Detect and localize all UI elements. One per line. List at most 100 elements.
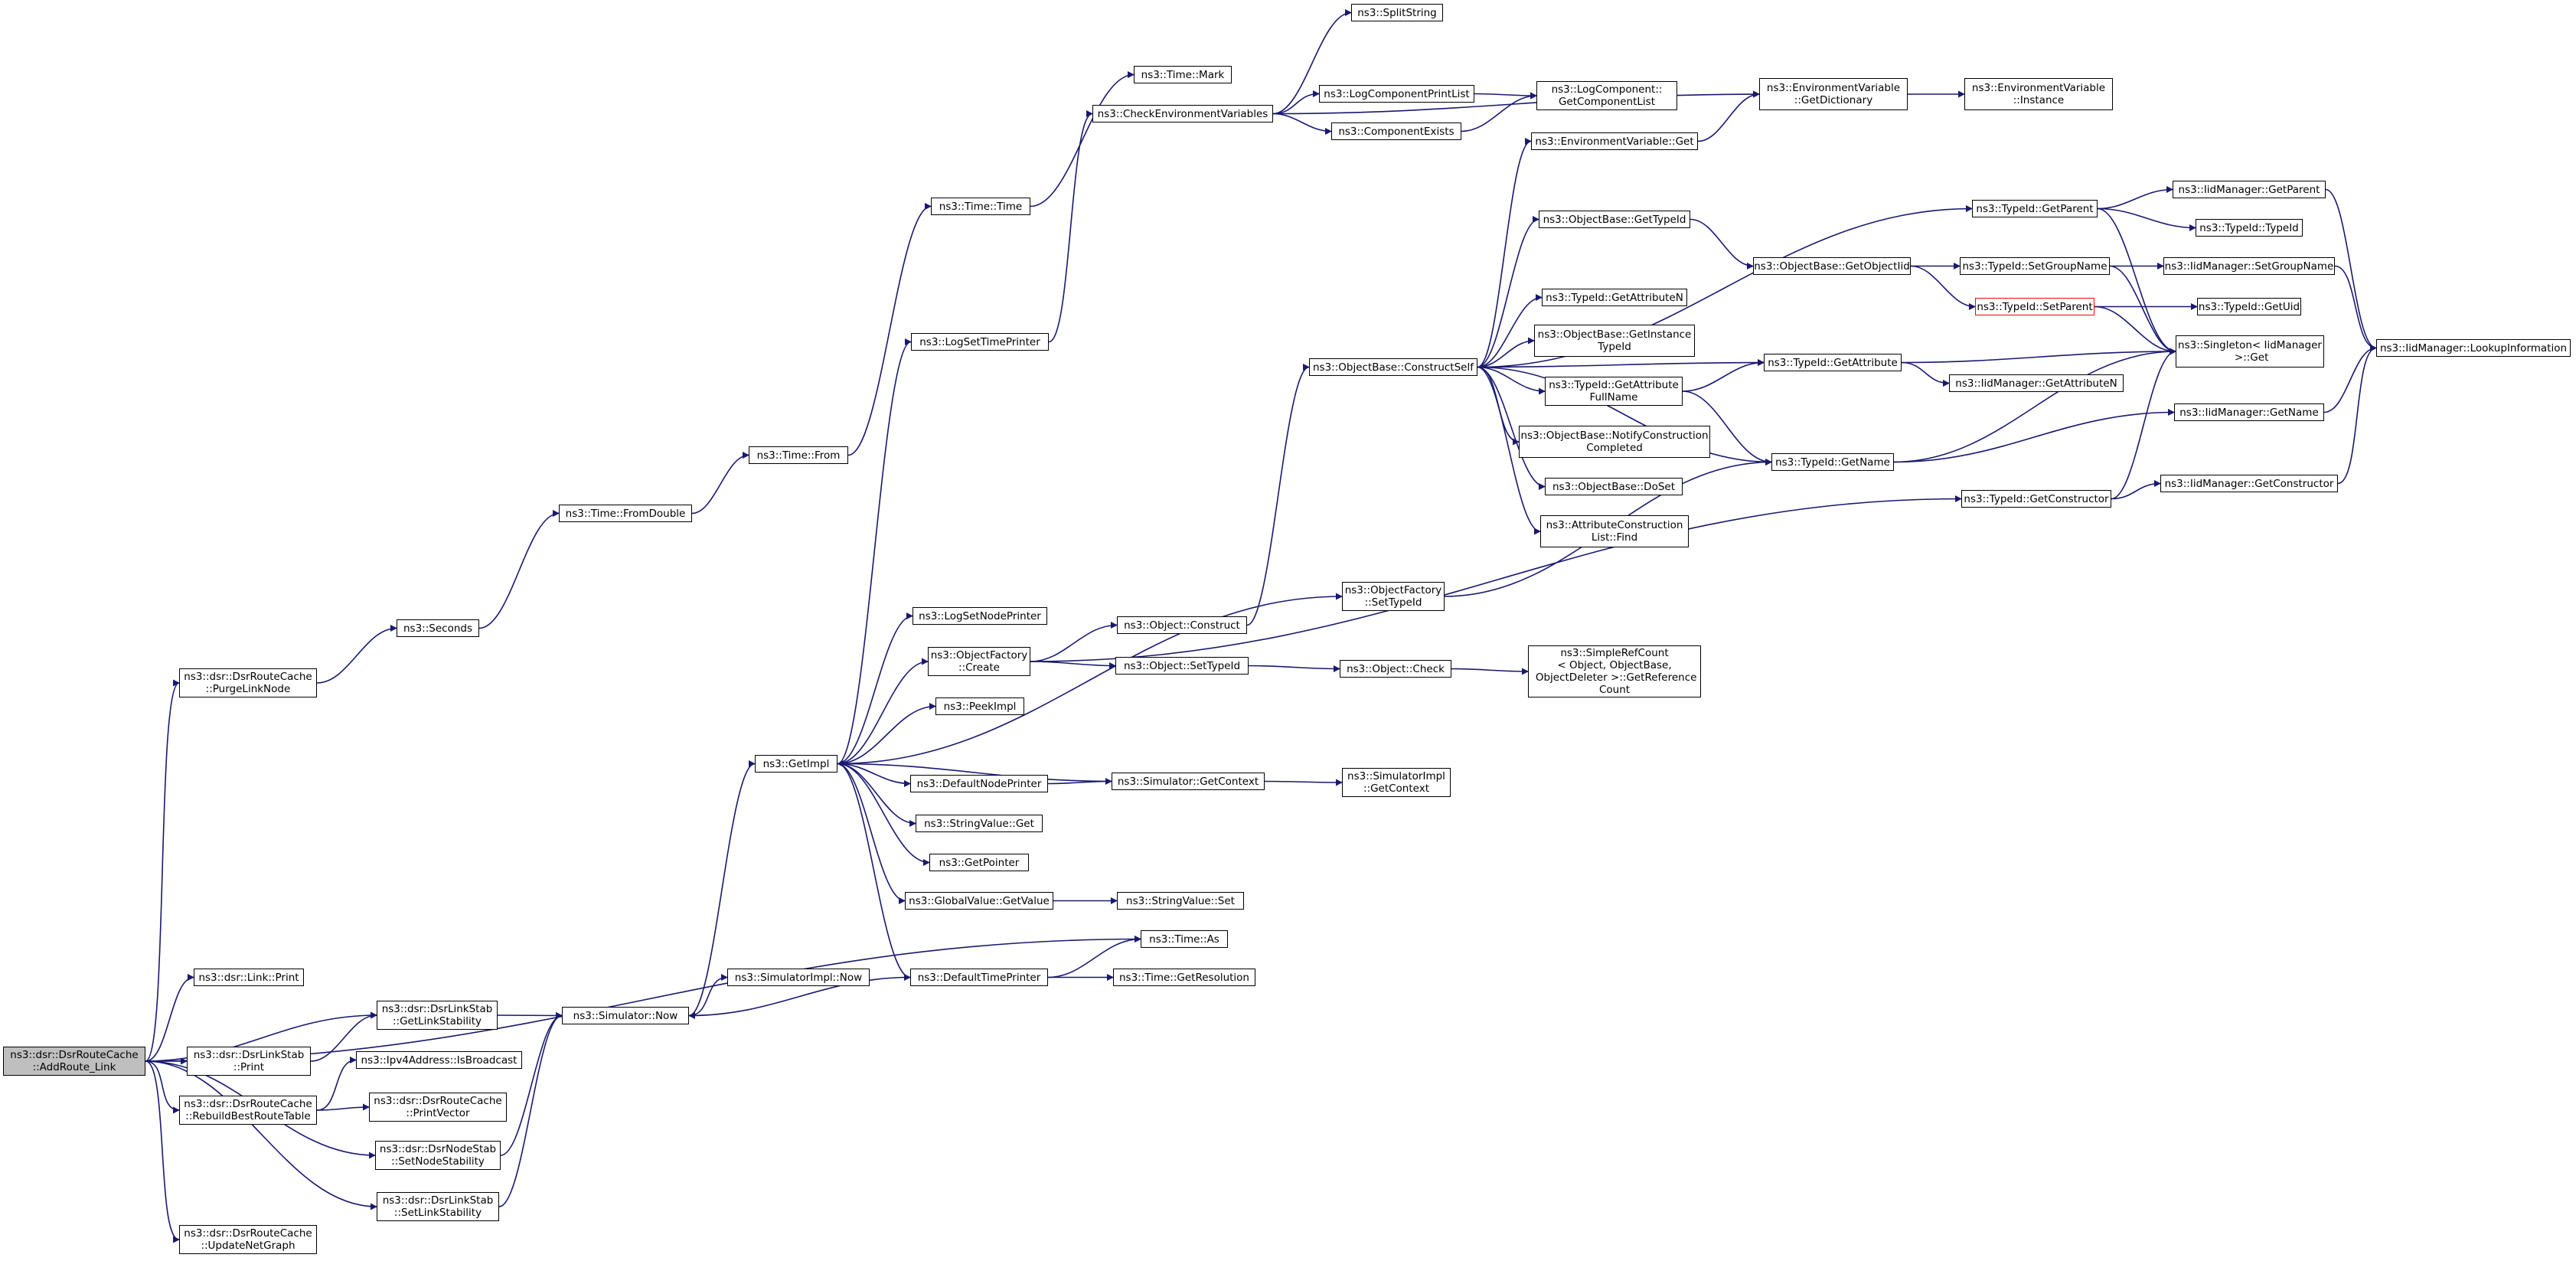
node-purge-link-node[interactable]: ns3::dsr::DsrRouteCache ::PurgeLinkNode [179, 668, 317, 697]
node-object-base-notify-construction-completed[interactable]: ns3::ObjectBase::NotifyConstruction Comp… [1519, 426, 1710, 458]
node-ipv4-is-broadcast[interactable]: ns3::Ipv4Address::IsBroadcast [356, 1051, 522, 1069]
node-simulator-now[interactable]: ns3::Simulator::Now [562, 1007, 689, 1024]
edge-simnow-to-getimpl [688, 760, 756, 1017]
node-component-exists[interactable]: ns3::ComponentExists [1331, 123, 1461, 140]
node-object-base-do-set[interactable]: ns3::ObjectBase::DoSet [1545, 478, 1683, 495]
node-linkstab-print[interactable]: ns3::dsr::DsrLinkStab ::Print [187, 1047, 311, 1076]
edge-logcompprintlist-to-getcomplist [1474, 92, 1537, 100]
node-type-id-get-attribute-full-name[interactable]: ns3::TypeId::GetAttribute FullName [1545, 377, 1683, 406]
node-peek-impl[interactable]: ns3::PeekImpl [935, 697, 1024, 715]
node-log-set-node-printer[interactable]: ns3::LogSetNodePrinter [913, 607, 1047, 625]
node-type-id-type-id[interactable]: ns3::TypeId::TypeId [2196, 219, 2303, 237]
node-set-node-stability[interactable]: ns3::dsr::DsrNodeStab ::SetNodeStability [375, 1141, 501, 1170]
node-print-vector[interactable]: ns3::dsr::DsrRouteCache ::PrintVector [369, 1093, 507, 1122]
node-time-time[interactable]: ns3::Time::Time [931, 198, 1030, 215]
edge-tidsetparent-to-singletonget [2094, 305, 2176, 355]
edge-addroute-to-timeas [145, 936, 1141, 1062]
node-check-environment-variables[interactable]: ns3::CheckEnvironmentVariables [1092, 105, 1273, 123]
edge-tidgetconstructor-to-iidgetconstructor [2111, 480, 2161, 500]
node-default-time-printer[interactable]: ns3::DefaultTimePrinter [910, 969, 1048, 986]
node-seconds[interactable]: ns3::Seconds [397, 619, 479, 637]
call-edges [145, 9, 2377, 1243]
node-default-node-printer[interactable]: ns3::DefaultNodePrinter [910, 775, 1048, 792]
node-object-check[interactable]: ns3::Object::Check [1340, 660, 1451, 678]
node-type-id-get-parent[interactable]: ns3::TypeId::GetParent [1972, 200, 2098, 217]
node-simple-ref-count[interactable]: ns3::SimpleRefCount < Object, ObjectBase… [1528, 645, 1701, 697]
node-object-construct[interactable]: ns3::Object::Construct [1117, 616, 1247, 634]
node-log-set-time-printer[interactable]: ns3::LogSetTimePrinter [911, 333, 1049, 351]
node-type-id-get-attribute[interactable]: ns3::TypeId::GetAttribute [1764, 354, 1902, 371]
node-split-string[interactable]: ns3::SplitString [1351, 4, 1443, 21]
node-get-component-list[interactable]: ns3::LogComponent:: GetComponentList [1536, 81, 1677, 110]
node-object-factory-create[interactable]: ns3::ObjectFactory ::Create [928, 647, 1030, 676]
node-iid-manager-get-constructor[interactable]: ns3::IidManager::GetConstructor [2160, 475, 2338, 492]
node-object-base-get-object-iid[interactable]: ns3::ObjectBase::GetObjectIid [1753, 257, 1911, 275]
node-iid-manager-get-parent[interactable]: ns3::IidManager::GetParent [2173, 181, 2326, 198]
node-get-link-stability[interactable]: ns3::dsr::DsrLinkStab ::GetLinkStability [377, 1001, 498, 1030]
edge-tidgetattr-to-iidgetattrn [1901, 361, 1950, 387]
node-iid-manager-get-name[interactable]: ns3::IidManager::GetName [2174, 403, 2324, 421]
node-time-as[interactable]: ns3::Time::As [1141, 930, 1228, 948]
node-string-value-set[interactable]: ns3::StringValue::Set [1117, 892, 1244, 910]
edge-linkstab_print-to-getlinkstab [310, 1011, 377, 1062]
node-env-get[interactable]: ns3::EnvironmentVariable::Get [1531, 132, 1698, 150]
edge-getimpl-to-peekimpl [837, 703, 936, 765]
edge-deftimeprinter-to-timeas [1047, 936, 1141, 978]
node-simulator-impl-now[interactable]: ns3::SimulatorImpl::Now [727, 969, 870, 986]
node-env-get-dictionary[interactable]: ns3::EnvironmentVariable ::GetDictionary [1759, 78, 1908, 110]
edge-constructself-to-tidgetattr [1477, 359, 1765, 368]
edge-from-to-time_time [847, 203, 932, 456]
node-get-impl[interactable]: ns3::GetImpl [755, 755, 837, 773]
edge-seconds-to-fromdouble [478, 510, 560, 629]
node-link-print[interactable]: ns3::dsr::Link::Print [194, 969, 304, 986]
node-iid-manager-set-group-name[interactable]: ns3::IidManager::SetGroupName [2163, 257, 2335, 275]
node-time-from-double[interactable]: ns3::Time::FromDouble [559, 505, 692, 522]
node-time-from[interactable]: ns3::Time::From [749, 446, 848, 464]
edge-objfactcreate-to-objconstruct [1030, 622, 1118, 662]
edge-checkenv-to-logcompprintlist [1272, 90, 1320, 115]
node-type-id-get-constructor[interactable]: ns3::TypeId::GetConstructor [1961, 490, 2111, 508]
node-addroute-link: ns3::dsr::DsrRouteCache ::AddRoute_Link [3, 1047, 145, 1076]
node-object-base-get-type-id[interactable]: ns3::ObjectBase::GetTypeId [1539, 211, 1690, 228]
node-object-factory-set-type-id[interactable]: ns3::ObjectFactory ::SetTypeId [1342, 582, 1445, 611]
node-type-id-get-uid[interactable]: ns3::TypeId::GetUid [2197, 298, 2301, 315]
node-time-get-resolution[interactable]: ns3::Time::GetResolution [1113, 969, 1255, 986]
node-iid-manager-lookup-information[interactable]: ns3::IidManager::LookupInformation [2376, 339, 2571, 357]
edge-tidgetparent-to-iidgetparent [2097, 186, 2173, 210]
edge-constructself-to-tidgetparent [1477, 205, 1973, 368]
edge-checkenv-to-compexists [1272, 113, 1332, 135]
edge-envget-to-envgetdict [1697, 90, 1760, 142]
edge-tidgetattrfull-to-tidgetattr [1682, 359, 1765, 392]
node-type-id-set-parent[interactable]: ns3::TypeId::SetParent [1975, 298, 2094, 315]
edge-getlinkstab-to-simnow [497, 1011, 563, 1019]
edge-constructself-to-tidgetattrfull [1477, 366, 1546, 395]
node-object-base-get-instance-type-id[interactable]: ns3::ObjectBase::GetInstance TypeId [1534, 325, 1695, 357]
node-type-id-set-group-name[interactable]: ns3::TypeId::SetGroupName [1960, 257, 2110, 275]
edge-getimpl-to-defnodeprinter [837, 763, 911, 787]
node-time-mark[interactable]: ns3::Time::Mark [1134, 66, 1232, 83]
node-update-net-graph[interactable]: ns3::dsr::DsrRouteCache ::UpdateNetGraph [179, 1225, 317, 1254]
node-type-id-get-attribute-n[interactable]: ns3::TypeId::GetAttributeN [1542, 289, 1687, 306]
node-singleton-iid-manager-get[interactable]: ns3::Singleton< IidManager >::Get [2176, 335, 2324, 368]
node-env-instance[interactable]: ns3::EnvironmentVariable ::Instance [1964, 78, 2113, 110]
edge-purge-to-seconds [316, 625, 397, 684]
node-object-set-type-id[interactable]: ns3::Object::SetTypeId [1115, 657, 1249, 675]
edge-simgetcontext-to-getimpl [837, 760, 1112, 782]
node-attribute-construction-list-find[interactable]: ns3::AttributeConstruction List::Find [1540, 515, 1689, 547]
node-get-pointer[interactable]: ns3::GetPointer [929, 854, 1029, 871]
node-type-id-get-name[interactable]: ns3::TypeId::GetName [1771, 453, 1894, 471]
edge-getimpl-to-objfactcreate [837, 658, 929, 765]
node-simulator-get-context[interactable]: ns3::Simulator::GetContext [1112, 773, 1265, 790]
edge-tidgetconstructor-to-singletonget [2111, 348, 2176, 500]
node-construct-self[interactable]: ns3::ObjectBase::ConstructSelf [1309, 358, 1477, 376]
node-string-value-get[interactable]: ns3::StringValue::Get [916, 815, 1043, 832]
node-simulator-impl-get-context[interactable]: ns3::SimulatorImpl ::GetContext [1342, 768, 1451, 797]
node-log-component-print-list[interactable]: ns3::LogComponentPrintList [1319, 85, 1474, 103]
edge-iidgetparent-to-iidlookup [2325, 188, 2377, 351]
edge-checkenv-to-envgetdict [1272, 90, 1760, 115]
node-set-link-stability[interactable]: ns3::dsr::DsrLinkStab ::SetLinkStability [377, 1192, 499, 1221]
node-iid-manager-get-attribute-n[interactable]: ns3::IidManager::GetAttributeN [1949, 374, 2124, 392]
node-rebuild-best-route-table[interactable]: ns3::dsr::DsrRouteCache ::RebuildBestRou… [179, 1096, 317, 1125]
node-global-value-get-value[interactable]: ns3::GlobalValue::GetValue [905, 892, 1053, 910]
